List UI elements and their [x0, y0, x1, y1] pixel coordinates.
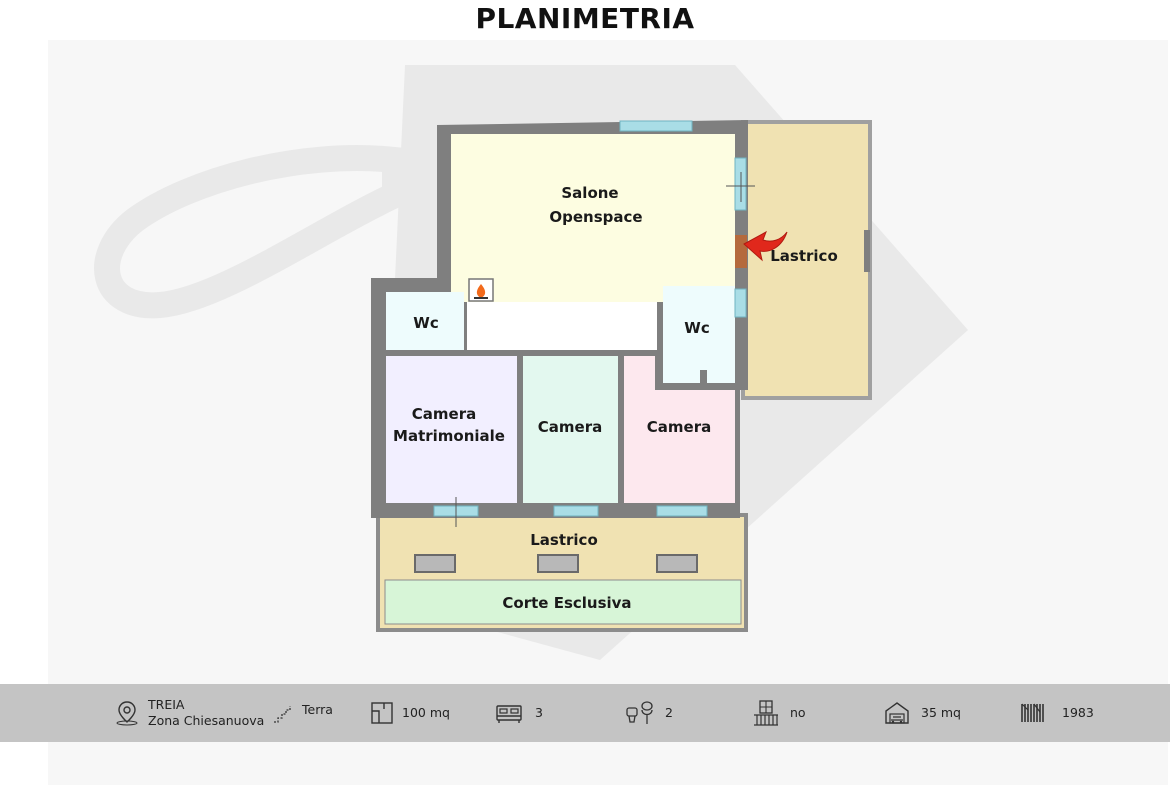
floor-area-icon — [371, 702, 393, 724]
info-balcony: no — [752, 684, 806, 742]
entrance-arrow-icon — [743, 230, 788, 262]
info-floor: Terra — [272, 684, 333, 742]
page-title: PLANIMETRIA — [475, 2, 695, 35]
bathroom-icon — [626, 701, 653, 724]
room-label-camera-right: Camera — [647, 418, 711, 436]
info-location: TREIA Zona Chiesanuova — [114, 684, 264, 742]
room-label-salone: Salone — [561, 184, 618, 202]
room-label-camera-matrimoniale: Camera — [412, 405, 476, 423]
info-year: 1983 — [1020, 684, 1094, 742]
stairs-icon — [274, 706, 291, 723]
info-area: 100 mq — [370, 684, 450, 742]
room-label-openspace: Openspace — [549, 208, 642, 226]
info-zone: Zona Chiesanuova — [148, 713, 265, 728]
planter — [537, 554, 579, 573]
info-balcony-value: no — [790, 705, 806, 720]
corridor — [467, 302, 657, 350]
balcony-icon — [754, 700, 778, 726]
floor-plan: Salone Openspace Wc Wc Camera Matrimonia… — [94, 65, 968, 660]
room-label-corte: Corte Esclusiva — [502, 594, 631, 612]
planter — [656, 554, 698, 573]
room-label-lastrico-bottom: Lastrico — [530, 531, 598, 549]
info-garage-value: 35 mq — [921, 705, 961, 720]
camera-right-room — [624, 356, 735, 503]
room-label-camera-middle: Camera — [538, 418, 602, 436]
corte-esclusiva-area — [384, 579, 742, 625]
info-bathrooms: 2 — [625, 684, 673, 742]
bed-icon — [496, 705, 522, 723]
side-door — [864, 230, 870, 272]
building-year-icon — [1021, 703, 1044, 722]
info-bedrooms-value: 3 — [535, 705, 543, 720]
location-pin-icon — [116, 701, 138, 726]
salone-room — [451, 134, 735, 302]
info-garage: 35 mq — [884, 684, 961, 742]
room-label-lastrico-side: Lastrico — [770, 247, 838, 265]
room-label-wc-left: Wc — [413, 314, 438, 332]
info-bedrooms: 3 — [495, 684, 543, 742]
info-area-value: 100 mq — [402, 705, 450, 720]
room-label-matrimoniale: Matrimoniale — [393, 427, 505, 445]
info-city: TREIA — [148, 697, 185, 712]
info-floor-value: Terra — [302, 702, 333, 717]
wc-right-room — [663, 286, 735, 383]
info-bathrooms-value: 2 — [665, 705, 673, 720]
planter — [414, 554, 456, 573]
garage-icon — [885, 702, 909, 724]
room-label-wc-right: Wc — [684, 319, 709, 337]
wc-left-room — [386, 292, 464, 350]
entrance-door — [735, 235, 747, 268]
property-info-bar: TREIA Zona Chiesanuova Terra 100 mq 3 — [0, 684, 1170, 742]
info-year-value: 1983 — [1062, 705, 1094, 720]
camera-matrimoniale-room — [386, 356, 517, 503]
camera-middle-room — [523, 356, 618, 503]
